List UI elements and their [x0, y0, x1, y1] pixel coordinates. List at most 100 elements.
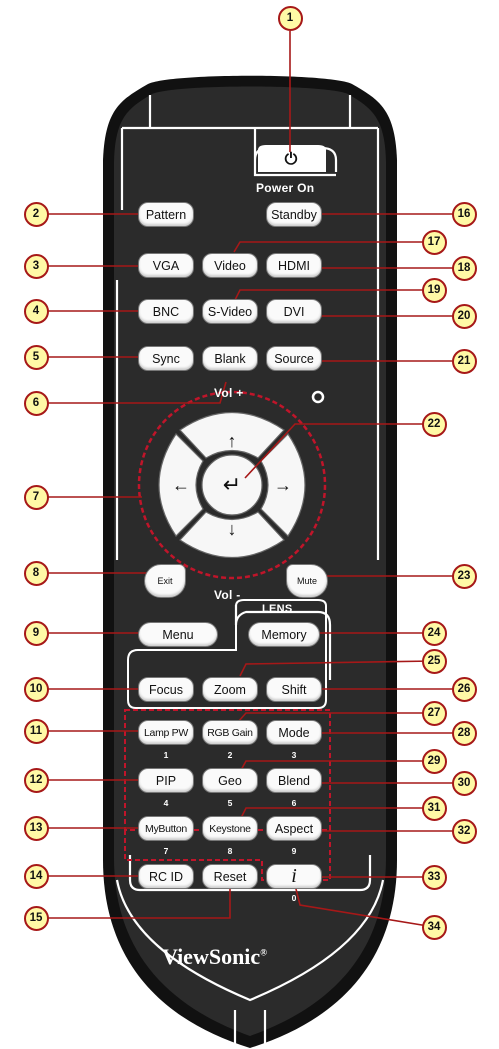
callout-29: 29 [421, 748, 447, 774]
sync-button[interactable]: Sync [138, 346, 194, 371]
shift-button[interactable]: Shift [266, 677, 322, 702]
callout-28: 28 [451, 720, 477, 746]
callout-20: 20 [451, 303, 477, 329]
info-button[interactable]: i [266, 864, 322, 889]
pip-button[interactable]: PIP [138, 768, 194, 793]
callout-30: 30 [451, 770, 477, 796]
arrow-up-icon: ↑ [227, 431, 237, 451]
arrow-down-icon: ↓ [227, 519, 237, 539]
nav-up-button [179, 412, 285, 459]
vol-up-label: Vol + [214, 386, 244, 400]
callout-18: 18 [451, 255, 477, 281]
callout-6: 6 [23, 390, 49, 416]
ir-led-icon [311, 390, 325, 404]
blank-button[interactable]: Blank [202, 346, 258, 371]
key-number-4: 4 [163, 798, 169, 808]
lamp-pw-button[interactable]: Lamp PW [138, 720, 194, 745]
callout-24: 24 [421, 620, 447, 646]
focus-button[interactable]: Focus [138, 677, 194, 702]
dvi-button[interactable]: DVI [266, 299, 322, 324]
arrow-left-icon: ← [172, 475, 190, 495]
callout-15: 15 [23, 905, 49, 931]
memory-button[interactable]: Memory [248, 622, 320, 647]
callout-5: 5 [23, 344, 49, 370]
zoom-button[interactable]: Zoom [202, 677, 258, 702]
power-icon: ⏻ [284, 151, 298, 168]
callout-10: 10 [23, 676, 49, 702]
callout-13: 13 [23, 815, 49, 841]
keystone-button[interactable]: Keystone [202, 816, 258, 841]
bnc-button[interactable]: BNC [138, 299, 194, 324]
nav-left-button [158, 433, 204, 537]
callout-27: 27 [421, 700, 447, 726]
callout-1: 1 [277, 5, 303, 31]
nav-pad [158, 412, 306, 558]
s-video-button[interactable]: S-Video [202, 299, 258, 324]
callout-26: 26 [451, 676, 477, 702]
geo-button[interactable]: Geo [202, 768, 258, 793]
key-number-2: 2 [227, 750, 233, 760]
vol-down-label: Vol - [214, 588, 241, 602]
nav-enter-button [201, 454, 263, 516]
mute-button[interactable]: Mute [286, 564, 328, 598]
key-number-9: 9 [291, 846, 297, 856]
callout-11: 11 [23, 718, 49, 744]
callout-19: 19 [421, 277, 447, 303]
key-number-0: 0 [291, 893, 297, 903]
video-button[interactable]: Video [202, 253, 258, 278]
pattern-button[interactable]: Pattern [138, 202, 194, 227]
callout-2: 2 [23, 201, 49, 227]
lens-label: LENS [262, 603, 293, 615]
reset-button[interactable]: Reset [202, 864, 258, 889]
vga-button[interactable]: VGA [138, 253, 194, 278]
callout-7: 7 [23, 484, 49, 510]
callout-14: 14 [23, 863, 49, 889]
key-number-5: 5 [227, 798, 233, 808]
rgb-gain-button[interactable]: RGB Gain [202, 720, 258, 745]
power-button [258, 145, 326, 172]
callout-32: 32 [451, 818, 477, 844]
key-number-3: 3 [291, 750, 297, 760]
key-number-1: 1 [163, 750, 169, 760]
leader-lines [36, 31, 464, 928]
callout-23: 23 [451, 563, 477, 589]
standby-button[interactable]: Standby [266, 202, 322, 227]
brand-name: ViewSonic [162, 944, 261, 969]
rc-id-button[interactable]: RC ID [138, 864, 194, 889]
callout-4: 4 [23, 298, 49, 324]
key-number-7: 7 [163, 846, 169, 856]
power-on-label: Power On [256, 181, 315, 195]
menu-button[interactable]: Menu [138, 622, 218, 647]
arrow-right-icon: → [274, 475, 292, 495]
callout-16: 16 [451, 201, 477, 227]
lens-group-outline [127, 599, 327, 709]
blend-button[interactable]: Blend [266, 768, 322, 793]
remote-face [114, 86, 386, 1036]
callout-33: 33 [421, 864, 447, 890]
callout-12: 12 [23, 767, 49, 793]
brand-mark: ® [260, 947, 267, 958]
mode-button[interactable]: Mode [266, 720, 322, 745]
mybutton-button[interactable]: MyButton [138, 816, 194, 841]
nav-dashed-ring [137, 390, 327, 580]
brand-logo: ViewSonic® [162, 944, 267, 970]
hdmi-button[interactable]: HDMI [266, 253, 322, 278]
body-outlines [115, 95, 385, 1045]
callout-21: 21 [451, 348, 477, 374]
callout-31: 31 [421, 795, 447, 821]
callout-22: 22 [421, 411, 447, 437]
nav-down-button [179, 511, 285, 558]
callout-34: 34 [421, 914, 447, 940]
exit-button[interactable]: Exit [144, 564, 186, 598]
numeric-group-dashed-ext [124, 830, 331, 881]
callout-17: 17 [421, 229, 447, 255]
callout-9: 9 [23, 620, 49, 646]
enter-icon: ↵ [222, 472, 242, 497]
callout-8: 8 [23, 560, 49, 586]
key-number-6: 6 [291, 798, 297, 808]
info-icon: i [291, 865, 297, 887]
aspect-button[interactable]: Aspect [266, 816, 322, 841]
source-button[interactable]: Source [266, 346, 322, 371]
